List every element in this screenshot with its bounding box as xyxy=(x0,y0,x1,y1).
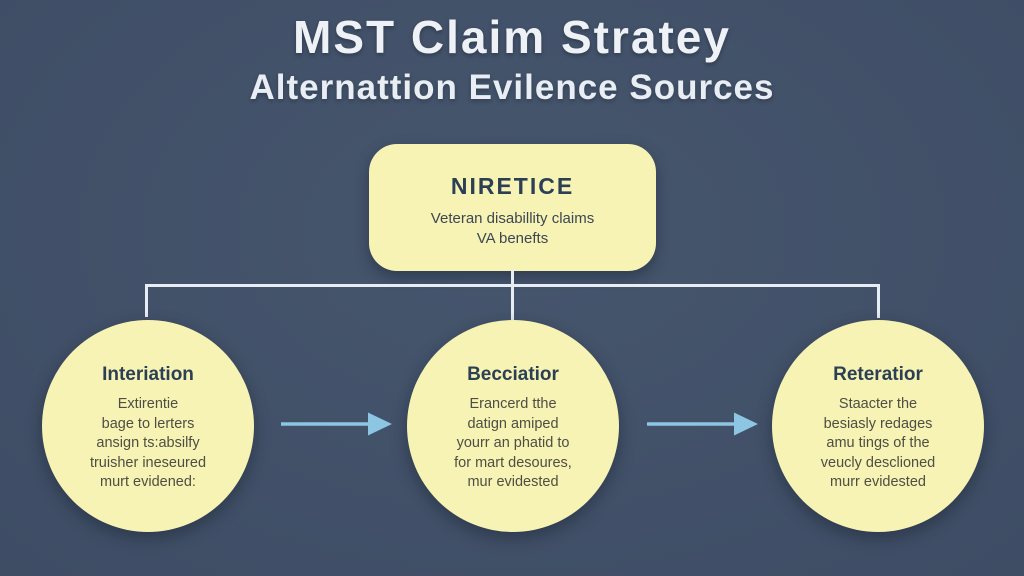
node-circle-becciatior: Becciatior Erancerd tthe datign amiped y… xyxy=(407,320,619,532)
node-line: veucly desclioned xyxy=(820,454,936,471)
node-title: Reteratior xyxy=(833,364,923,385)
root-node-line: VA benefts xyxy=(476,230,549,247)
connector-drop-left xyxy=(145,284,148,317)
diagram-subtitle: Alternattion Evilence Sources xyxy=(249,68,775,107)
flow-arrow-icon xyxy=(647,412,758,436)
node-line: datign amiped xyxy=(467,415,559,432)
node-line: ansign ts:absilfy xyxy=(96,435,200,451)
connector-drop-middle xyxy=(511,284,514,320)
diagram-title: MST Claim Stratey xyxy=(293,11,731,63)
root-node-line: Veteran disabillity claims xyxy=(430,210,595,227)
flow-arrow-icon xyxy=(281,412,392,436)
root-node-title: NIRETICE xyxy=(450,173,575,199)
node-line: for mart desoures, xyxy=(454,454,572,471)
node-line: murr evidested xyxy=(830,474,926,490)
connector-drop-right xyxy=(877,284,880,318)
arrow-head xyxy=(734,412,758,436)
node-line: Staacter the xyxy=(838,396,918,412)
node-line: mur evidested xyxy=(467,474,559,490)
node-line: besiasly redages xyxy=(823,415,933,432)
node-line: Extirentie xyxy=(117,396,179,412)
node-line: yourr an phatid to xyxy=(456,435,570,451)
node-circle-interiation: Interiation Extirentie bage to lerters a… xyxy=(42,320,254,532)
node-line: bage to lerters xyxy=(101,415,195,432)
node-line: truisher ineseured xyxy=(89,454,207,471)
node-circle-reteratior: Reteratior Staacter the besiasly redages… xyxy=(772,320,984,532)
node-line: amu tings of the xyxy=(826,435,930,451)
node-title: Becciatior xyxy=(467,364,559,385)
arrow-head xyxy=(368,412,392,436)
node-line: Erancerd tthe xyxy=(469,396,557,412)
root-node: NIRETICE Veteran disabillity claims VA b… xyxy=(369,144,656,271)
node-line: murt evidened: xyxy=(100,474,196,490)
node-title: Interiation xyxy=(102,364,194,385)
connector-stem xyxy=(511,269,514,286)
